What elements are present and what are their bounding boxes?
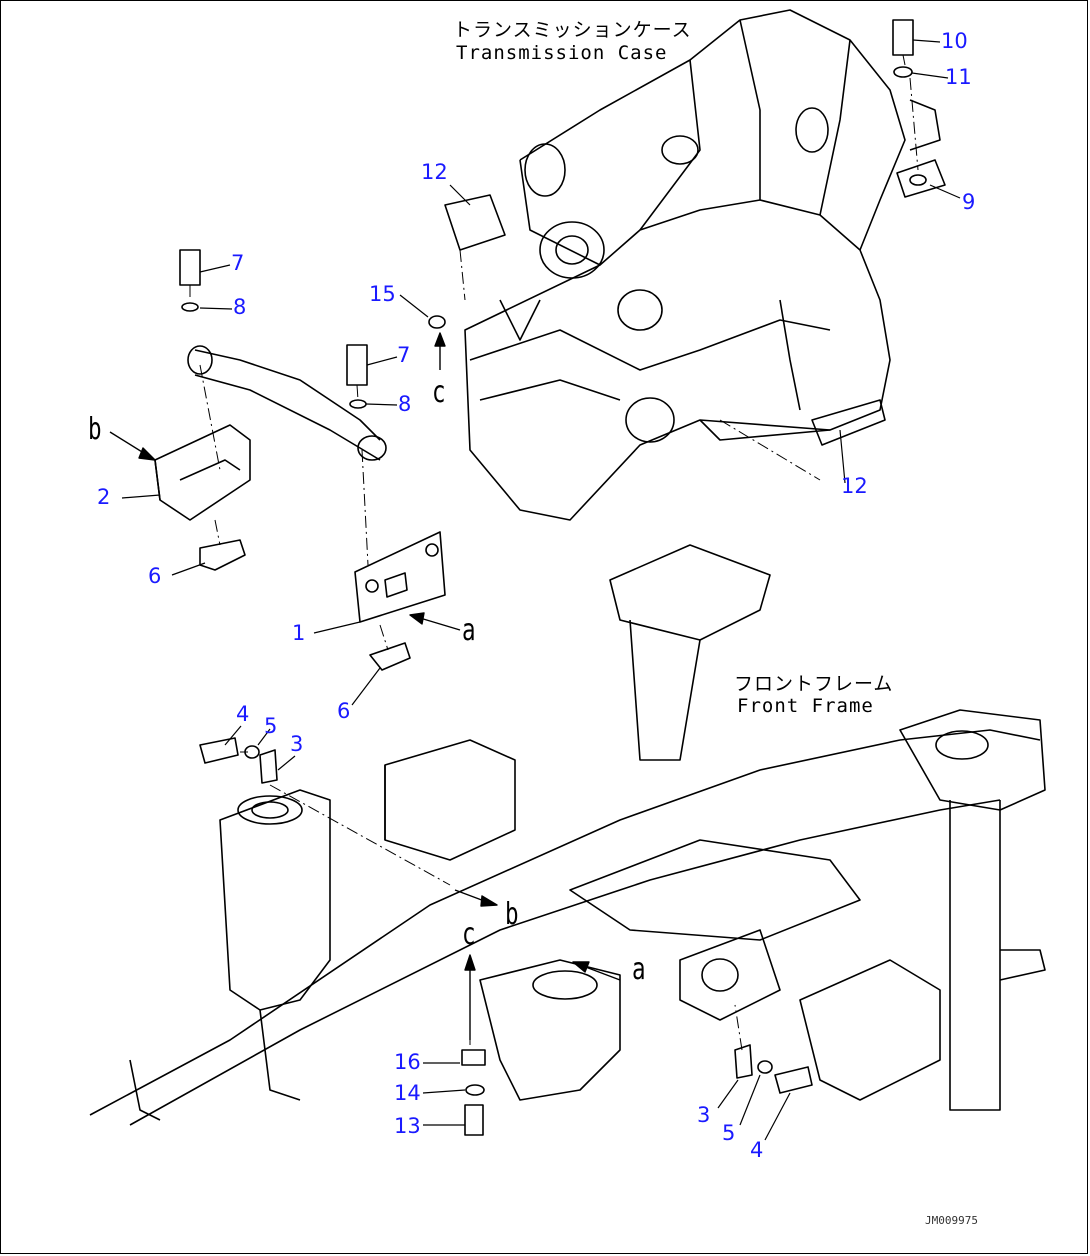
callout-part-10[interactable]: 10	[941, 29, 968, 53]
callout-part-15[interactable]: 15	[369, 282, 396, 306]
fastener-hardware-drawing	[179, 19, 946, 1136]
callout-part-4-lower[interactable]: 4	[750, 1138, 764, 1162]
callout-part-9[interactable]: 9	[962, 190, 976, 214]
drawing-code: JM009975	[925, 1214, 978, 1227]
front-frame-label-en: Front Frame	[737, 695, 874, 717]
callout-part-8-left[interactable]: 8	[233, 295, 247, 319]
reference-letter-a-plate: a	[462, 613, 476, 648]
mount-plate-1-drawing	[354, 531, 446, 671]
callout-part-4-upper[interactable]: 4	[236, 702, 250, 726]
transmission-case-label-jp: トランスミッションケース	[453, 19, 692, 41]
callout-part-6-center[interactable]: 6	[337, 699, 351, 723]
callout-part-13[interactable]: 13	[394, 1114, 421, 1138]
callout-part-12-lower[interactable]: 12	[841, 474, 868, 498]
callout-part-2[interactable]: 2	[97, 485, 111, 509]
callout-part-1[interactable]: 1	[292, 621, 306, 645]
front-frame-label-jp: フロントフレーム	[734, 673, 894, 695]
reference-letter-a-frame: a	[632, 952, 646, 987]
callout-part-5-lower[interactable]: 5	[722, 1121, 736, 1145]
callout-part-16[interactable]: 16	[394, 1050, 421, 1074]
reference-letter-b-bracket: b	[88, 412, 102, 447]
callout-part-3-upper[interactable]: 3	[290, 732, 304, 756]
reference-arrows	[109, 332, 621, 1040]
callout-part-5-upper[interactable]: 5	[264, 714, 278, 738]
callout-part-11[interactable]: 11	[945, 65, 972, 89]
callout-part-7-left[interactable]: 7	[231, 251, 245, 275]
callout-part-7-center[interactable]: 7	[397, 343, 411, 367]
callout-part-12-upper[interactable]: 12	[421, 160, 448, 184]
reference-letter-c-frame: c	[462, 917, 476, 952]
transmission-case-drawing	[464, 9, 941, 521]
mount-bracket-2-drawing	[154, 345, 387, 571]
callout-part-14[interactable]: 14	[394, 1081, 421, 1105]
front-frame-drawing	[89, 544, 1046, 1126]
reference-letter-c-transmission: c	[432, 375, 446, 410]
assembly-centerlines	[189, 54, 919, 1051]
reference-letter-b-frame: b	[505, 897, 519, 932]
callout-part-3-lower[interactable]: 3	[697, 1103, 711, 1127]
transmission-case-label-en: Transmission Case	[456, 42, 668, 64]
callout-part-8-center[interactable]: 8	[398, 392, 412, 416]
callout-part-6-left[interactable]: 6	[148, 564, 162, 588]
callout-leaders	[121, 39, 961, 1141]
